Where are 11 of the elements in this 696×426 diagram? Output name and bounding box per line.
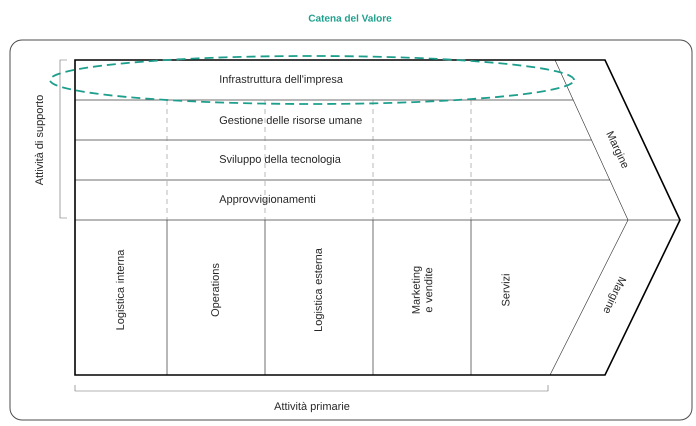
primary-activity-column: Logistica esterna bbox=[264, 220, 374, 376]
group-label: Attività primarie bbox=[274, 402, 350, 412]
support-activity-band: Sviluppo della tecnologia bbox=[74, 140, 610, 180]
support-activity-band: Approvvigionamenti bbox=[74, 180, 628, 220]
support-activity-band: Infrastruttura dell'impresa bbox=[74, 60, 574, 100]
primary-activity-column: Logistica interna bbox=[74, 220, 168, 376]
primary-activity-column: Operations bbox=[166, 220, 266, 376]
group-label: Attività di supporto bbox=[34, 95, 46, 186]
primary-activity-column: Marketing e vendite bbox=[372, 220, 472, 376]
support-activity-band: Gestione delle risorse umane bbox=[74, 100, 592, 140]
title: Catena del Valore bbox=[308, 14, 392, 22]
